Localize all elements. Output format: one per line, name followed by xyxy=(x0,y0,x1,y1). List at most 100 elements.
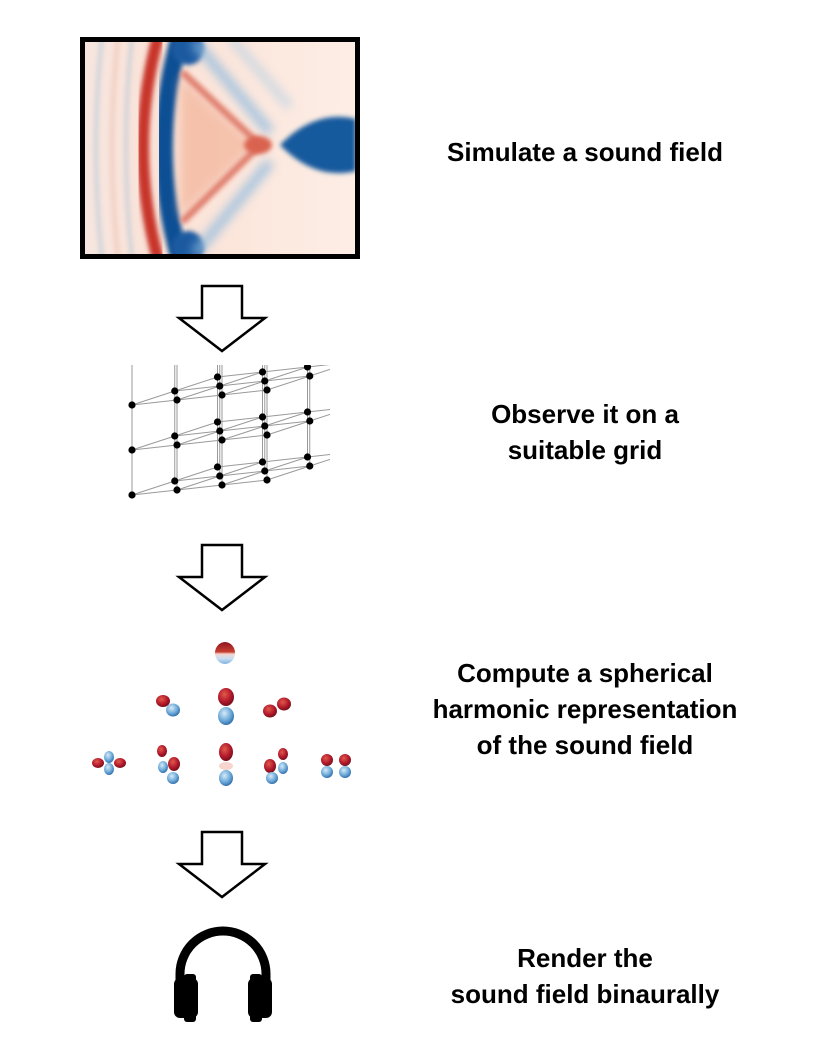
grid-edge xyxy=(217,371,263,378)
grid-edge xyxy=(262,456,308,463)
grid-edge xyxy=(221,470,265,486)
grid-edge xyxy=(264,456,308,472)
grid-edge xyxy=(309,458,330,467)
grid-edge xyxy=(262,366,308,373)
grid-node xyxy=(173,486,181,494)
grid-node xyxy=(171,477,179,485)
grid-node xyxy=(128,446,136,454)
grid-node xyxy=(303,453,312,461)
grid-node xyxy=(263,431,271,439)
grid-node xyxy=(173,441,181,449)
grid-edge xyxy=(219,425,265,432)
grid-edge xyxy=(174,466,218,482)
harmonic-l2-3 xyxy=(219,743,233,786)
grid-edge xyxy=(221,380,265,396)
harmonic-l2-2 xyxy=(157,745,180,784)
grid-edge xyxy=(174,376,218,392)
grid-edge xyxy=(266,465,310,481)
grid-node xyxy=(216,427,224,435)
grid-node xyxy=(261,467,269,475)
grid-edge xyxy=(266,375,310,391)
grid-edge xyxy=(176,385,220,401)
grid-edge xyxy=(174,421,218,437)
grid-edge xyxy=(264,465,310,472)
grid-node xyxy=(218,436,226,444)
grid-node xyxy=(173,396,181,404)
grid-edge xyxy=(176,394,223,401)
grid-edge xyxy=(176,430,220,446)
grid-edge xyxy=(266,420,310,436)
grid-edge xyxy=(174,475,220,482)
step-observe-label: Observe it on a suitable grid xyxy=(491,399,679,465)
grid-node xyxy=(261,422,269,430)
step-simulate-label: Simulate a sound field xyxy=(447,137,723,167)
grid-edge xyxy=(221,479,268,486)
grid-node xyxy=(303,408,312,416)
grid-node xyxy=(128,401,136,409)
harmonic-l2-1 xyxy=(92,751,126,775)
grid-node xyxy=(218,391,226,399)
harmonic-l1-left xyxy=(156,695,180,717)
grid-node xyxy=(171,432,179,440)
harmonic-l1-right xyxy=(263,697,291,718)
grid-edge xyxy=(131,444,178,451)
grid-edge xyxy=(264,411,308,427)
grid-edge xyxy=(219,371,263,387)
grid-node xyxy=(216,472,224,480)
grid-node xyxy=(128,491,136,499)
grid-edge xyxy=(131,489,178,496)
grid-edge xyxy=(176,439,223,446)
harmonic-l0 xyxy=(215,642,235,664)
grid-edge xyxy=(219,416,263,432)
down-arrow-icon xyxy=(175,284,269,353)
grid-node xyxy=(306,372,314,380)
grid-edge xyxy=(309,413,330,422)
grid-edge xyxy=(264,366,308,382)
grid-edge xyxy=(131,435,175,451)
harmonic-l2-5 xyxy=(321,754,351,778)
grid-edge xyxy=(219,380,265,387)
down-arrow-icon xyxy=(175,830,269,899)
harmonic-l1-center xyxy=(218,688,234,725)
grid-node xyxy=(258,458,267,466)
grid-edge xyxy=(219,461,263,477)
grid-edge xyxy=(217,416,263,423)
observation-grid-lattice xyxy=(128,365,330,499)
grid-node xyxy=(258,413,267,421)
grid-edge xyxy=(307,453,330,458)
grid-node xyxy=(306,417,314,425)
grid-node xyxy=(171,387,179,395)
grid-node xyxy=(218,481,226,489)
grid-edge xyxy=(307,408,330,413)
step-render-label: Render the sound field binaurally xyxy=(450,943,720,1009)
grid-node xyxy=(213,463,222,471)
grid-edge xyxy=(174,430,220,437)
step-compute-label: Compute a spherical harmonic representat… xyxy=(432,658,738,760)
grid-edge xyxy=(309,368,330,377)
grid-edge xyxy=(176,475,220,491)
grid-node xyxy=(213,418,222,426)
grid-node xyxy=(263,386,271,394)
headphones-icon xyxy=(174,926,272,1022)
grid-edge xyxy=(221,389,268,396)
spherical-harmonics-pyramid xyxy=(92,642,351,786)
grid-node xyxy=(303,365,312,371)
down-arrow-icon xyxy=(175,543,269,612)
grid-edge xyxy=(131,480,175,496)
grid-node xyxy=(216,382,224,390)
grid-node xyxy=(258,368,267,376)
sound-field-image xyxy=(80,37,360,259)
grid-edge xyxy=(131,390,175,406)
grid-edge xyxy=(264,375,310,382)
grid-edge xyxy=(264,420,310,427)
grid-edge xyxy=(219,470,265,477)
grid-edge xyxy=(174,385,220,392)
grid-edge xyxy=(176,484,223,491)
grid-node xyxy=(261,377,269,385)
grid-edge xyxy=(221,434,268,441)
grid-edge xyxy=(217,461,263,468)
grid-edge xyxy=(221,425,265,441)
grid-edge xyxy=(262,411,308,418)
harmonic-l2-4 xyxy=(264,748,288,784)
grid-node xyxy=(213,373,222,381)
